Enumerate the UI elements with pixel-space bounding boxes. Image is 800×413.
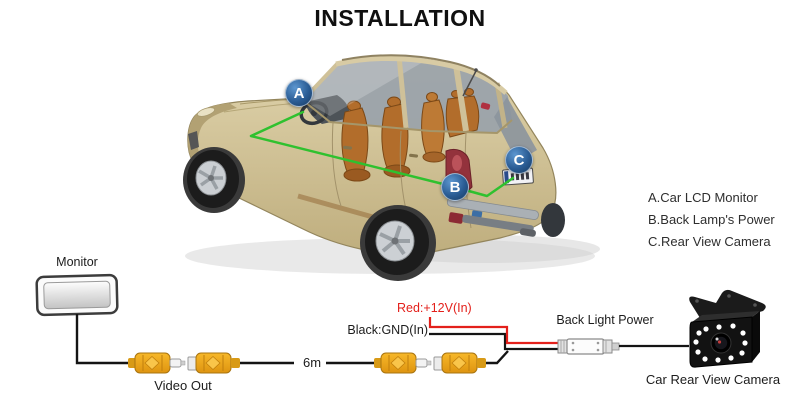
ground-wire <box>429 332 559 351</box>
antenna <box>462 70 477 97</box>
inline-connector-icon <box>557 338 620 355</box>
front-bumper-insert <box>188 131 199 150</box>
headlight <box>196 107 216 117</box>
page-title: INSTALLATION <box>314 5 486 31</box>
camera-led-ring <box>693 323 748 363</box>
camera-label: Car Rear View Camera <box>645 372 781 387</box>
wiring-diagram <box>35 273 766 374</box>
rca-connector-pair-icon <box>373 352 487 374</box>
power-wire-label: Red:+12V(In) <box>397 301 472 315</box>
rca-connector-pair-icon <box>127 352 241 374</box>
video-out-label: Video Out <box>154 378 212 393</box>
ground-wire-label: Black:GND(In) <box>347 323 428 337</box>
legend-item-back-lamp: B.Back Lamp's Power <box>648 212 775 227</box>
rear-underbody <box>446 197 539 237</box>
legend: A.Car LCD Monitor B.Back Lamp's Power C.… <box>648 187 775 253</box>
roof-rails <box>341 54 501 87</box>
car-illustration <box>183 54 600 281</box>
monitor-label: Monitor <box>56 255 98 269</box>
camera-icon <box>689 289 766 368</box>
badge-c: C <box>505 146 533 174</box>
front-wheel <box>183 147 245 213</box>
monitor-icon <box>35 273 119 317</box>
back-light-power-label: Back Light Power <box>556 313 654 327</box>
cable-length-label: 6m <box>302 355 322 370</box>
legend-item-monitor: A.Car LCD Monitor <box>648 190 758 205</box>
power-wire <box>428 317 559 345</box>
legend-item-camera: C.Rear View Camera <box>648 234 771 249</box>
badge-b: B <box>441 173 469 201</box>
rear-wheel <box>360 205 436 281</box>
badge-a: A <box>285 79 313 107</box>
steering-wheel <box>299 100 329 126</box>
video-cable <box>75 314 509 365</box>
